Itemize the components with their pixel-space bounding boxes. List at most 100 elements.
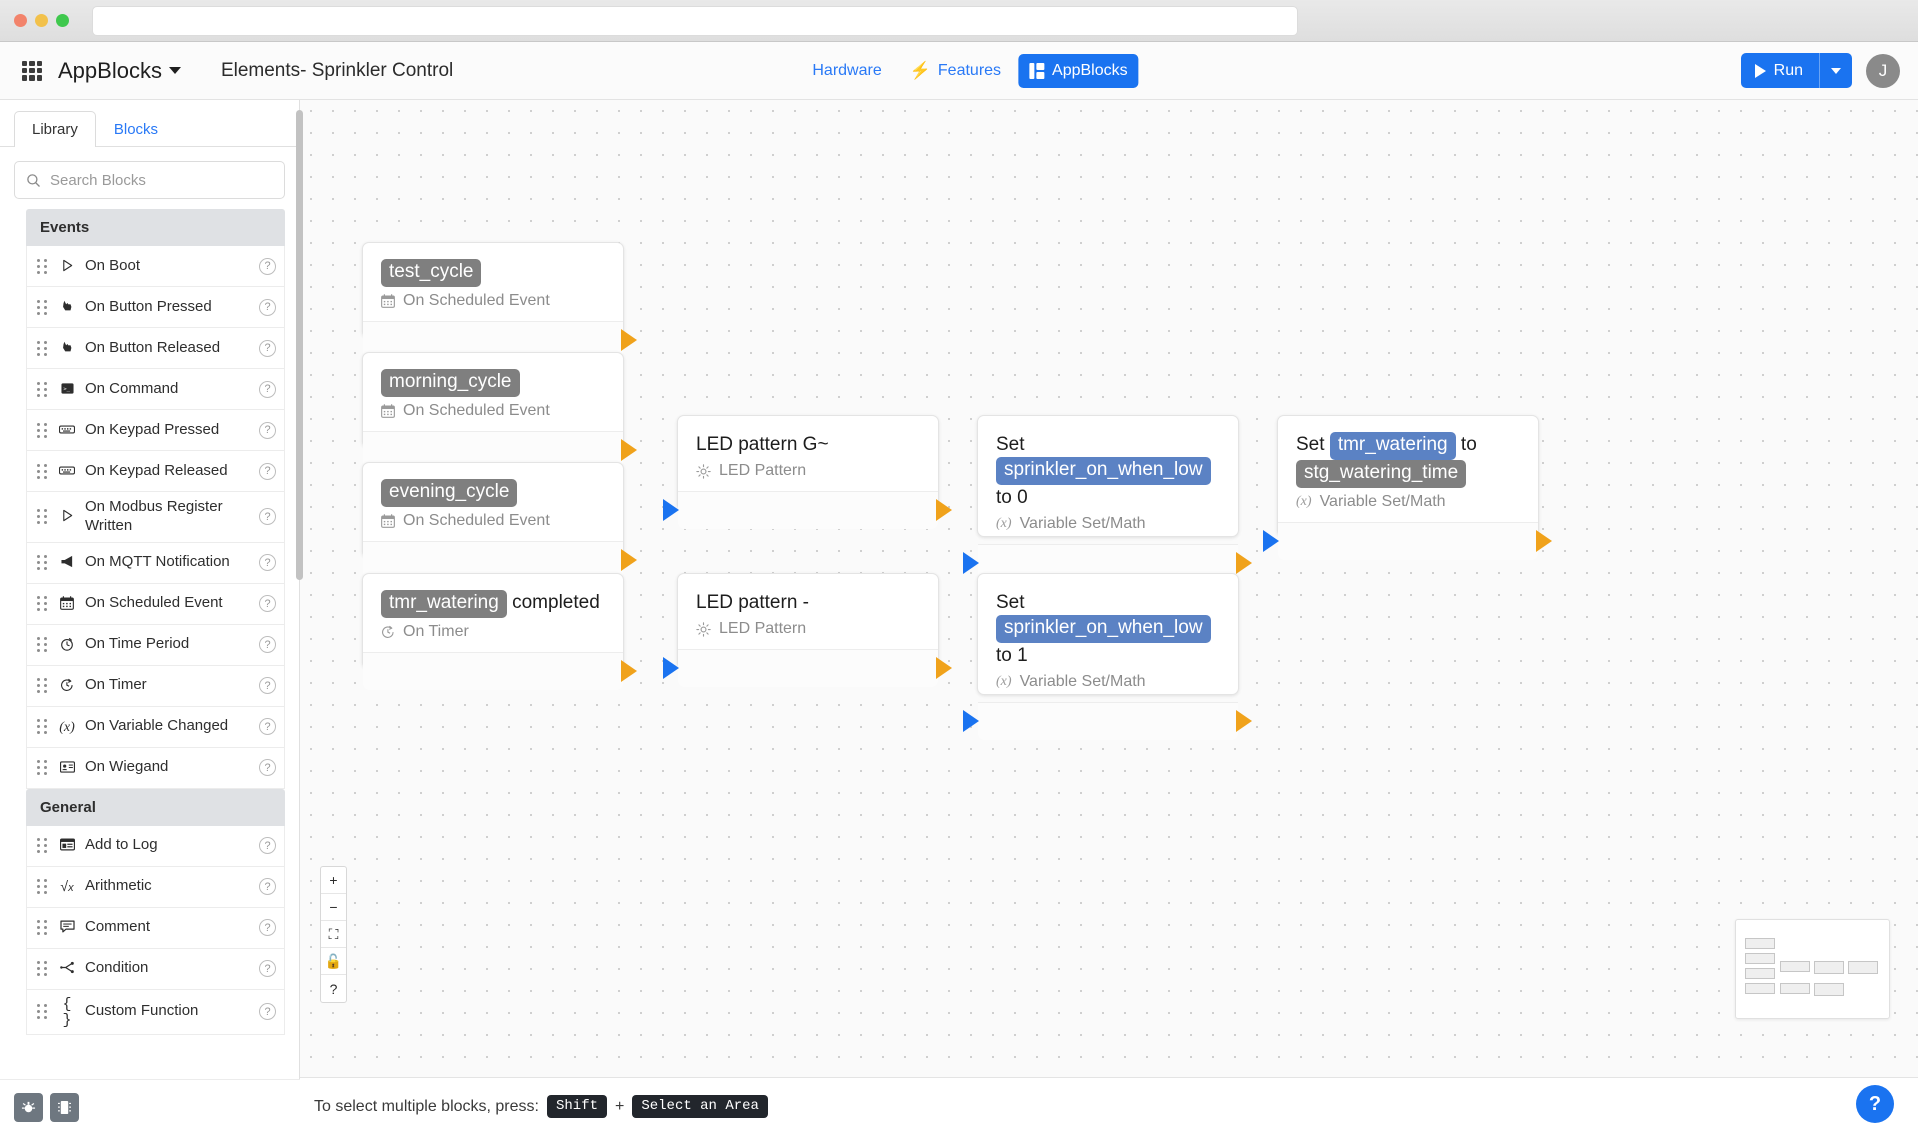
help-icon[interactable]: ? — [259, 421, 276, 439]
canvas-minimap[interactable] — [1735, 919, 1890, 1019]
sidebar-scrollbar[interactable] — [296, 110, 303, 580]
drag-handle-icon[interactable] — [36, 678, 48, 694]
run-button-main[interactable]: Run — [1741, 62, 1819, 80]
library-block-item[interactable]: On Keypad Released? — [26, 451, 285, 492]
drag-handle-icon[interactable] — [36, 596, 48, 612]
node-variable-pill[interactable]: test_cycle — [381, 259, 482, 287]
node-variable-pill[interactable]: tmr_watering — [1329, 432, 1456, 460]
close-window-icon[interactable] — [14, 14, 27, 27]
node-output-port[interactable] — [621, 548, 637, 571]
run-options-dropdown[interactable] — [1819, 53, 1852, 88]
help-icon[interactable]: ? — [259, 298, 276, 316]
node-variable-pill[interactable]: tmr_watering — [381, 590, 507, 618]
node-input-port[interactable] — [963, 709, 979, 732]
help-icon[interactable]: ? — [259, 759, 276, 776]
library-block-item[interactable]: Condition? — [26, 948, 285, 990]
brand-menu[interactable]: AppBlocks — [58, 58, 181, 84]
minimize-window-icon[interactable] — [35, 14, 48, 27]
help-icon[interactable]: ? — [259, 554, 276, 571]
library-block-item[interactable]: (x)On Variable Changed? — [26, 706, 285, 748]
library-block-item[interactable]: On Button Pressed? — [26, 287, 285, 328]
app-grid-icon[interactable] — [22, 60, 42, 81]
tab-hardware[interactable]: Hardware — [779, 54, 892, 88]
drag-handle-icon[interactable] — [36, 463, 48, 479]
node-input-port[interactable] — [963, 551, 979, 574]
library-block-item[interactable]: On Scheduled Event? — [26, 583, 285, 625]
help-icon[interactable]: ? — [259, 878, 276, 895]
help-icon[interactable]: ? — [259, 508, 276, 526]
library-block-item[interactable]: On Button Released? — [26, 328, 285, 369]
help-icon[interactable]: ? — [259, 1003, 276, 1020]
library-block-item[interactable]: { }Custom Function? — [26, 989, 285, 1035]
drag-handle-icon[interactable] — [36, 340, 48, 356]
help-icon[interactable]: ? — [259, 595, 276, 612]
lock-button[interactable]: 🔓 — [321, 948, 346, 975]
node-value-pill[interactable]: stg_watering_time — [1296, 459, 1467, 488]
node-variable-pill[interactable]: sprinkler_on_when_low — [996, 457, 1211, 485]
help-icon[interactable]: ? — [259, 718, 276, 735]
category-header-general[interactable]: General — [26, 788, 285, 826]
canvas-zoom-toolbar[interactable]: +−⛶🔓? — [320, 866, 347, 1003]
node-variable-pill[interactable]: morning_cycle — [381, 369, 520, 397]
help-icon[interactable]: ? — [259, 636, 276, 653]
drag-handle-icon[interactable] — [36, 838, 48, 854]
drag-handle-icon[interactable] — [36, 422, 48, 438]
help-icon[interactable]: ? — [259, 339, 276, 357]
help-icon[interactable]: ? — [259, 960, 276, 977]
tab-appblocks[interactable]: AppBlocks — [1018, 53, 1139, 88]
node-output-port[interactable] — [1536, 529, 1552, 552]
help-icon[interactable]: ? — [259, 919, 276, 936]
library-block-item[interactable]: On Wiegand? — [26, 747, 285, 789]
help-fab-button[interactable]: ? — [1856, 1085, 1894, 1123]
fit-view-button[interactable]: ⛶ — [321, 921, 346, 948]
library-block-item[interactable]: On Modbus Register Written? — [26, 492, 285, 543]
help-button[interactable]: ? — [329, 980, 338, 997]
drag-handle-icon[interactable] — [36, 1004, 48, 1020]
drag-handle-icon[interactable] — [36, 258, 48, 274]
canvas-block-node[interactable]: Set tmr_watering to stg_watering_time(x)… — [1263, 415, 1552, 560]
library-block-item[interactable]: Comment? — [26, 907, 285, 949]
library-block-item[interactable]: On Keypad Pressed? — [26, 410, 285, 451]
help-icon[interactable]: ? — [259, 462, 276, 480]
drag-handle-icon[interactable] — [36, 961, 48, 977]
node-output-port[interactable] — [936, 657, 952, 680]
help-icon[interactable]: ? — [259, 380, 276, 398]
node-output-port[interactable] — [936, 499, 952, 522]
library-block-item[interactable]: On Timer? — [26, 665, 285, 707]
tab-blocks[interactable]: Blocks — [113, 121, 159, 138]
node-output-port[interactable] — [621, 659, 637, 682]
device-button[interactable] — [50, 1093, 79, 1122]
tab-library[interactable]: Library — [14, 111, 96, 147]
node-variable-pill[interactable]: evening_cycle — [381, 479, 518, 507]
canvas-block-node[interactable]: Set sprinkler_on_when_low to 1(x)Variabl… — [963, 573, 1252, 740]
help-icon[interactable]: ? — [259, 257, 276, 275]
canvas-block-node[interactable]: LED pattern G~LED Pattern — [663, 415, 952, 530]
tab-features[interactable]: ⚡ Features — [899, 54, 1012, 88]
debug-button[interactable] — [14, 1093, 43, 1122]
help-icon[interactable]: ? — [259, 837, 276, 854]
drag-handle-icon[interactable] — [36, 879, 48, 895]
maximize-window-icon[interactable] — [56, 14, 69, 27]
node-output-port[interactable] — [621, 438, 637, 461]
avatar[interactable]: J — [1866, 53, 1900, 88]
category-header-events[interactable]: Events — [26, 209, 285, 246]
library-block-item[interactable]: On MQTT Notification? — [26, 542, 285, 584]
drag-handle-icon[interactable] — [36, 719, 48, 735]
library-block-item[interactable]: Add to Log? — [26, 825, 285, 867]
canvas-block-node[interactable]: LED pattern -LED Pattern — [663, 573, 952, 688]
canvas-block-node[interactable]: Set sprinkler_on_when_low to 0(x)Variabl… — [963, 415, 1252, 582]
node-output-port[interactable] — [621, 328, 637, 351]
zoom-in-button[interactable]: + — [321, 867, 346, 894]
node-output-port[interactable] — [1236, 709, 1252, 732]
zoom-out-button[interactable]: − — [321, 894, 346, 921]
drag-handle-icon[interactable] — [36, 637, 48, 653]
library-block-item[interactable]: >_On Command? — [26, 369, 285, 410]
help-icon[interactable]: ? — [259, 677, 276, 694]
drag-handle-icon[interactable] — [36, 555, 48, 571]
search-box[interactable] — [14, 161, 285, 199]
